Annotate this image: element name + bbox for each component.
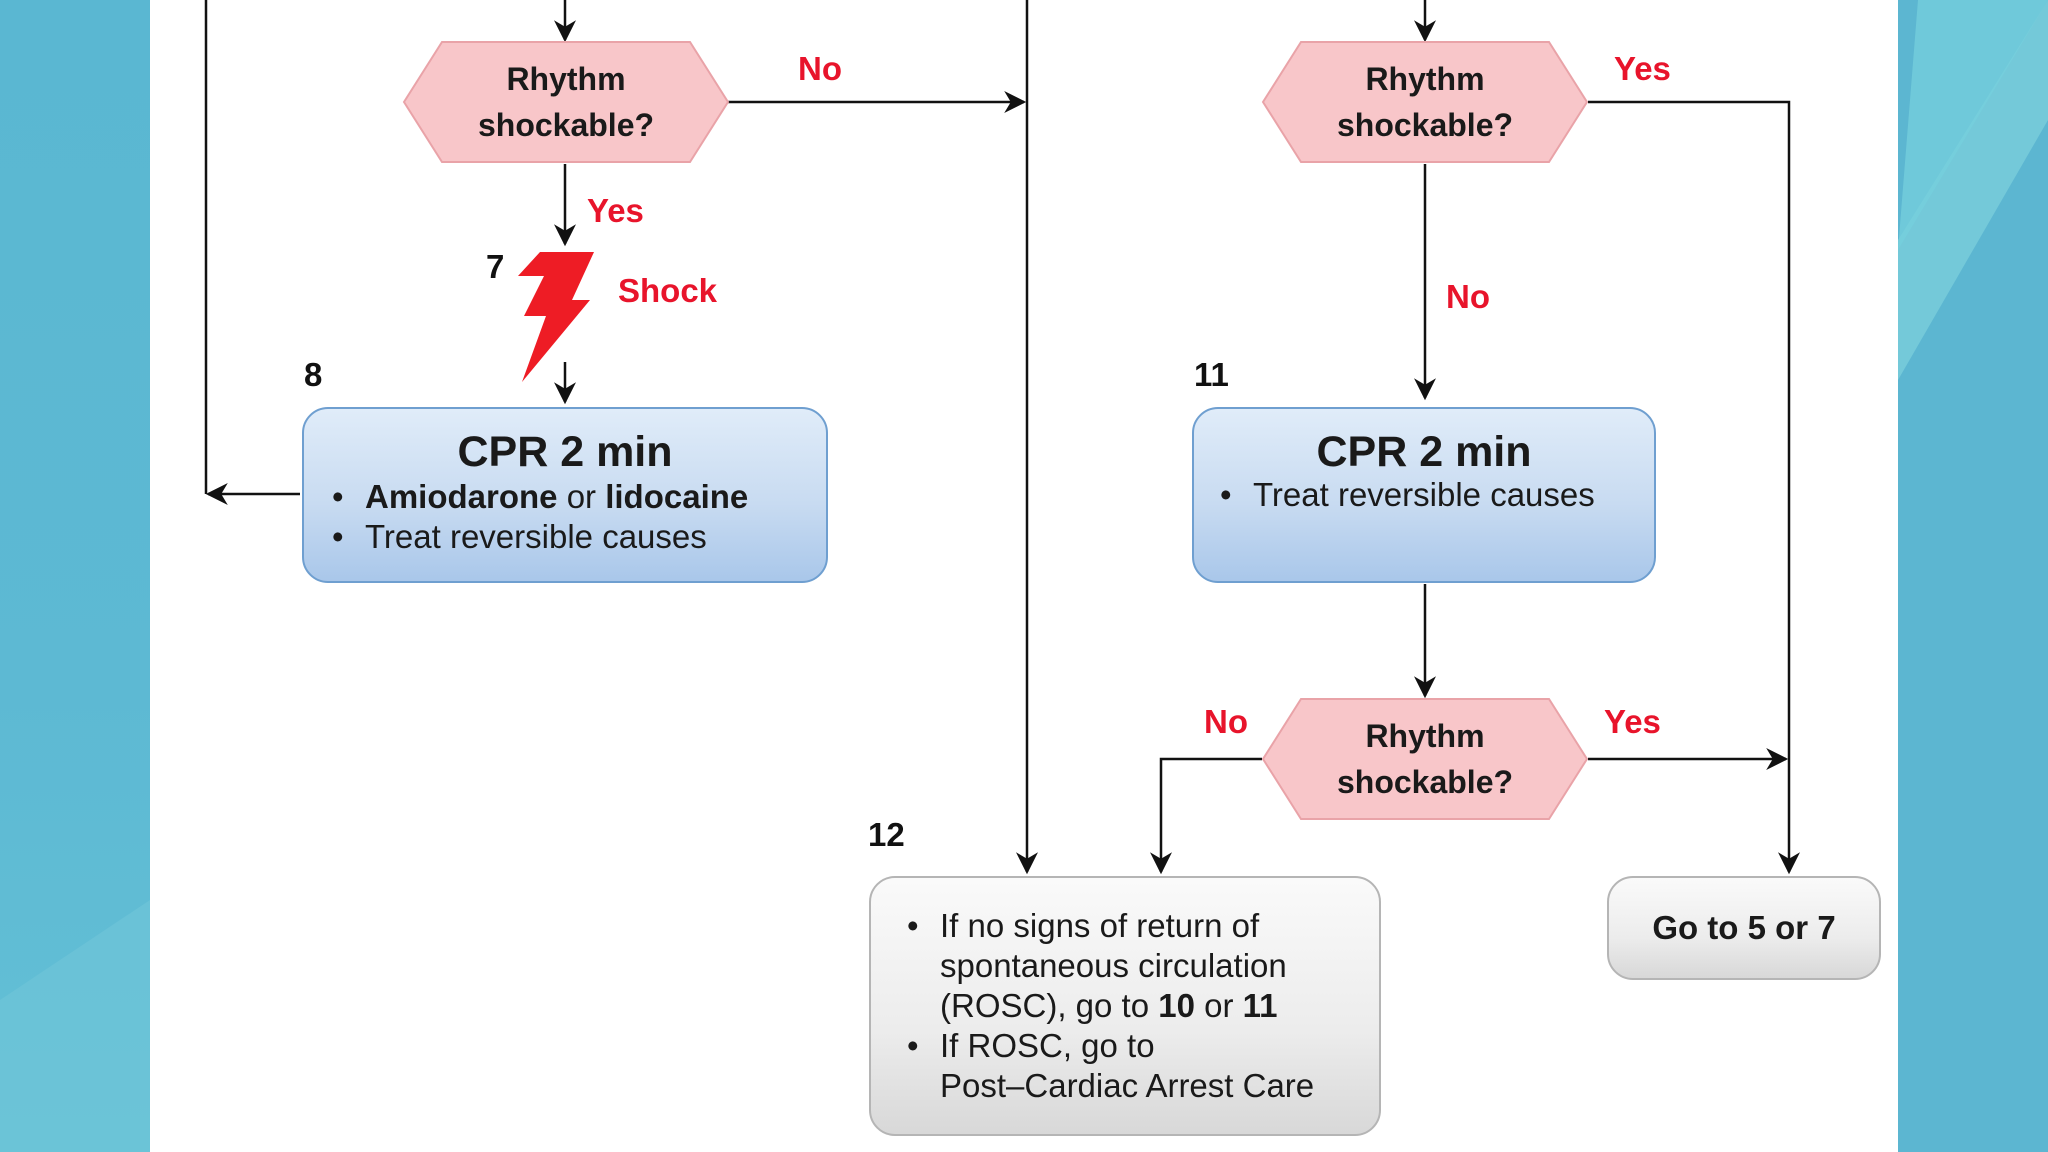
arrow-right-bottom-no [1150,757,1262,875]
label-right-bottom-yes: Yes [1604,703,1661,740]
decision-left-line1: Rhythm [506,61,626,97]
decision-left-line2: shockable? [477,107,655,143]
box-12-goto-10: 10 [1158,987,1195,1024]
step-number-11: 11 [1194,356,1229,393]
decision-right-bottom-line2: shockable? [1336,764,1514,800]
box-8-drug-1: Amiodarone [365,478,558,515]
label-right-top-yes: Yes [1614,50,1671,87]
label-left-no: No [798,50,842,87]
goto-box: Go to 5 or 7 [1607,876,1881,980]
box-8-bullet-drugs: Amiodarone or lidocaine [332,477,826,517]
box-8-or: or [557,478,606,515]
box-12-goto-11: 11 [1242,987,1278,1024]
step-number-7: 7 [486,248,505,285]
goto-box-label: Go to 5 or 7 [1652,909,1836,946]
box-11-list: Treat reversible causes [1220,475,1654,515]
decision-right-bottom-line1: Rhythm [1365,718,1485,754]
box-8-title: CPR 2 min [457,428,673,476]
step-number-12: 12 [868,816,905,853]
decision-right-top-line2: shockable? [1336,107,1514,143]
box-11-cpr: CPR 2 min Treat reversible causes [1192,407,1656,583]
decision-right-top: Rhythm shockable? [1261,40,1589,164]
box-8-bullet-causes: Treat reversible causes [332,517,826,557]
box-12-rosc-line2: Post–Cardiac Arrest Care [940,1067,1315,1104]
box-12-or: or [1194,987,1243,1024]
label-shock: Shock [618,272,718,309]
decision-left: Rhythm shockable? [402,40,730,164]
arrow-right-top-yes [1588,100,1800,875]
box-11-title: CPR 2 min [1316,428,1532,476]
label-right-top-no: No [1446,278,1490,315]
label-right-bottom-no: No [1204,703,1248,740]
box-12-bullet-no-rosc: If no signs of return of spontaneous cir… [907,906,1361,1026]
box-8-cpr: CPR 2 min Amiodarone or lidocaine Treat … [302,407,828,583]
box-12-rosc-line1: If ROSC, go to [940,1027,1155,1064]
decision-right-top-line1: Rhythm [1365,61,1485,97]
step-number-8: 8 [304,356,323,393]
left-background-facet [0,900,150,1152]
box-12-rosc: If no signs of return of spontaneous cir… [869,876,1381,1136]
box-11-bullet-causes: Treat reversible causes [1220,475,1654,515]
shock-bolt-icon [518,252,594,382]
box-12-no-rosc-text: If no signs of return of spontaneous cir… [940,907,1287,1024]
decision-right-bottom: Rhythm shockable? [1261,697,1589,821]
box-12-list: If no signs of return of spontaneous cir… [907,906,1361,1106]
right-background-facet [1898,0,2048,380]
box-8-list: Amiodarone or lidocaine Treat reversible… [332,477,826,557]
label-left-yes: Yes [587,192,644,229]
box-8-drug-2: lidocaine [605,478,749,515]
